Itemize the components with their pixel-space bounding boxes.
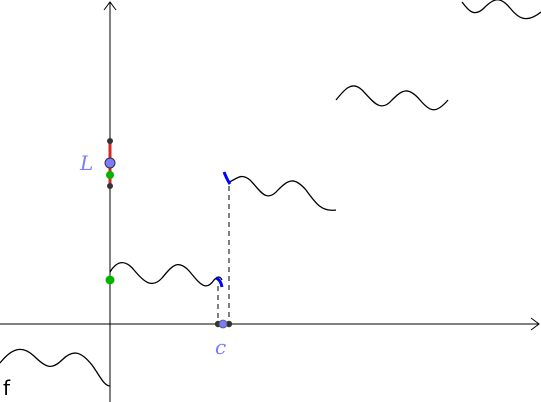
curve-piece-right xyxy=(228,175,337,211)
curve-piece-left xyxy=(0,348,111,387)
x-axis-arrow xyxy=(530,317,540,331)
green-point-axis xyxy=(105,275,115,285)
x-point-right xyxy=(225,320,233,328)
c-label: c xyxy=(215,335,226,359)
curve-piece-top xyxy=(461,0,541,20)
right-limit-highlight xyxy=(222,171,232,185)
c-point xyxy=(218,319,228,329)
curve-piece-upper xyxy=(335,85,449,111)
limit-point xyxy=(104,157,116,169)
left-limit-highlight xyxy=(215,276,224,288)
interval-top-point xyxy=(107,138,113,144)
interval-bottom-point xyxy=(107,183,113,189)
y-axis-arrow xyxy=(103,1,117,11)
points xyxy=(104,138,233,329)
function-label: f xyxy=(3,376,11,400)
green-point-near-limit xyxy=(106,171,114,179)
limit-label: L xyxy=(79,151,93,175)
highlight-segments xyxy=(215,171,232,288)
function-curve xyxy=(0,0,541,387)
dashed-guides xyxy=(217,186,230,324)
curve-piece-middle xyxy=(109,262,223,287)
